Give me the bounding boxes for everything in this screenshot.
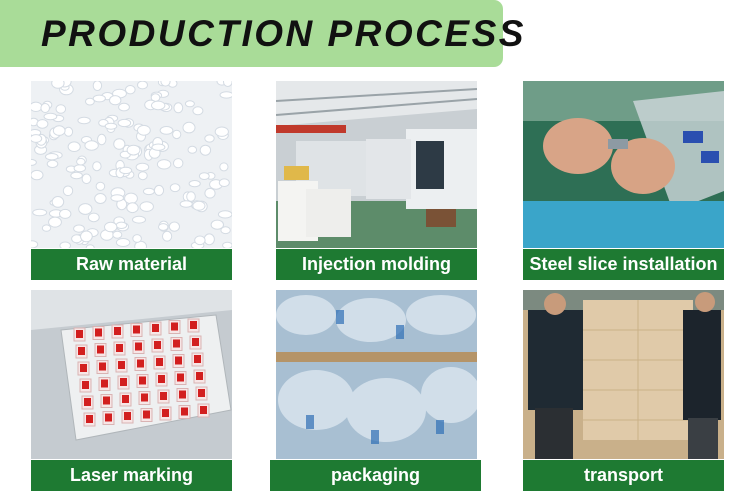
caption-packaging: packaging — [270, 460, 481, 491]
title-banner: PRODUCTION PROCESS — [0, 0, 523, 67]
caption-raw-material: Raw material — [31, 249, 232, 280]
packaging-photo — [276, 290, 477, 459]
steel-slice-installation-photo — [523, 81, 724, 248]
laser-marking-photo — [31, 290, 232, 459]
page-title: PRODUCTION PROCESS — [41, 13, 526, 54]
transport-photo — [523, 290, 724, 459]
caption-transport: transport — [523, 460, 724, 491]
caption-laser-marking: Laser marking — [31, 460, 232, 491]
caption-steel-slice-installation: Steel slice installation — [523, 249, 724, 280]
injection-molding-photo — [276, 81, 477, 248]
raw-material-photo — [31, 81, 232, 248]
caption-injection-molding: Injection molding — [276, 249, 477, 280]
